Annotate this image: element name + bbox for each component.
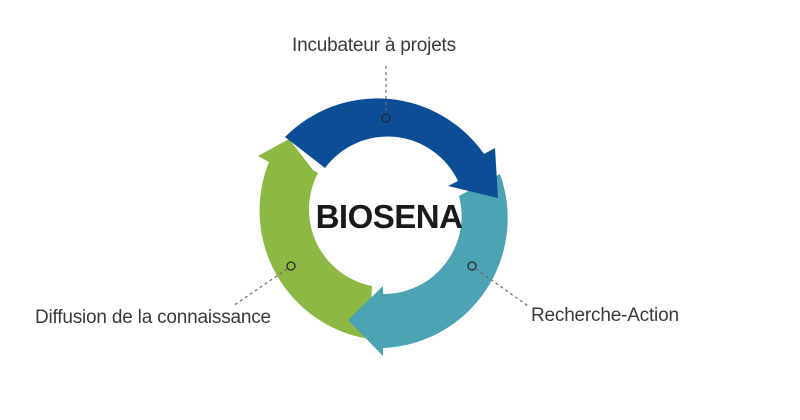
marker-right: [467, 261, 477, 271]
segment-right-arrow: [348, 174, 508, 356]
marker-left: [286, 261, 296, 271]
center-title: BIOSENA: [315, 198, 463, 235]
leader-right: [475, 268, 529, 307]
segment-top-label: Incubateur à projets: [292, 35, 456, 56]
marker-top: [381, 113, 391, 123]
segment-left-arrow: [258, 139, 372, 339]
segment-left-label: Diffusion de la connaissance: [35, 307, 271, 328]
leader-left: [232, 268, 288, 307]
segment-right-label: Recherche-Action: [531, 305, 679, 326]
segment-top-arrow: [285, 98, 498, 198]
